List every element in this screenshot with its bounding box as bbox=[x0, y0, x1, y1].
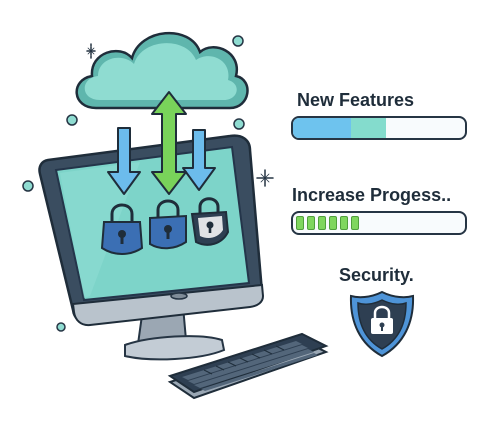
features-progress-bar bbox=[291, 116, 467, 140]
progress-segment bbox=[318, 216, 326, 230]
lock-icon bbox=[190, 197, 230, 246]
sync-arrow-icon bbox=[151, 91, 187, 195]
keyboard-icon bbox=[167, 332, 329, 400]
progress-segment bbox=[307, 216, 315, 230]
progress-segments bbox=[296, 216, 359, 230]
monitor bbox=[38, 134, 265, 361]
increase-progress-bar bbox=[291, 211, 467, 235]
shield-lock-icon bbox=[349, 290, 415, 358]
cloud-icon bbox=[75, 31, 249, 110]
decorative-dots bbox=[22, 35, 245, 332]
security-title: Security. bbox=[339, 265, 414, 285]
features-progress-fill-secondary bbox=[351, 118, 386, 138]
features-progress-fill bbox=[293, 118, 352, 138]
progress-segment bbox=[351, 216, 359, 230]
download-arrow-icon bbox=[182, 129, 216, 191]
progress-segment bbox=[340, 216, 348, 230]
lock-icon bbox=[100, 203, 144, 255]
new-features-title: New Features bbox=[297, 90, 415, 110]
download-arrow-icon bbox=[107, 127, 141, 195]
lock-icon bbox=[149, 199, 187, 250]
sparkle-icon bbox=[86, 43, 96, 59]
progress-segment bbox=[329, 216, 337, 230]
increase-progress-title: Increase Progess.. bbox=[292, 185, 452, 205]
sparkle-icon bbox=[256, 169, 274, 187]
progress-segment bbox=[296, 216, 304, 230]
